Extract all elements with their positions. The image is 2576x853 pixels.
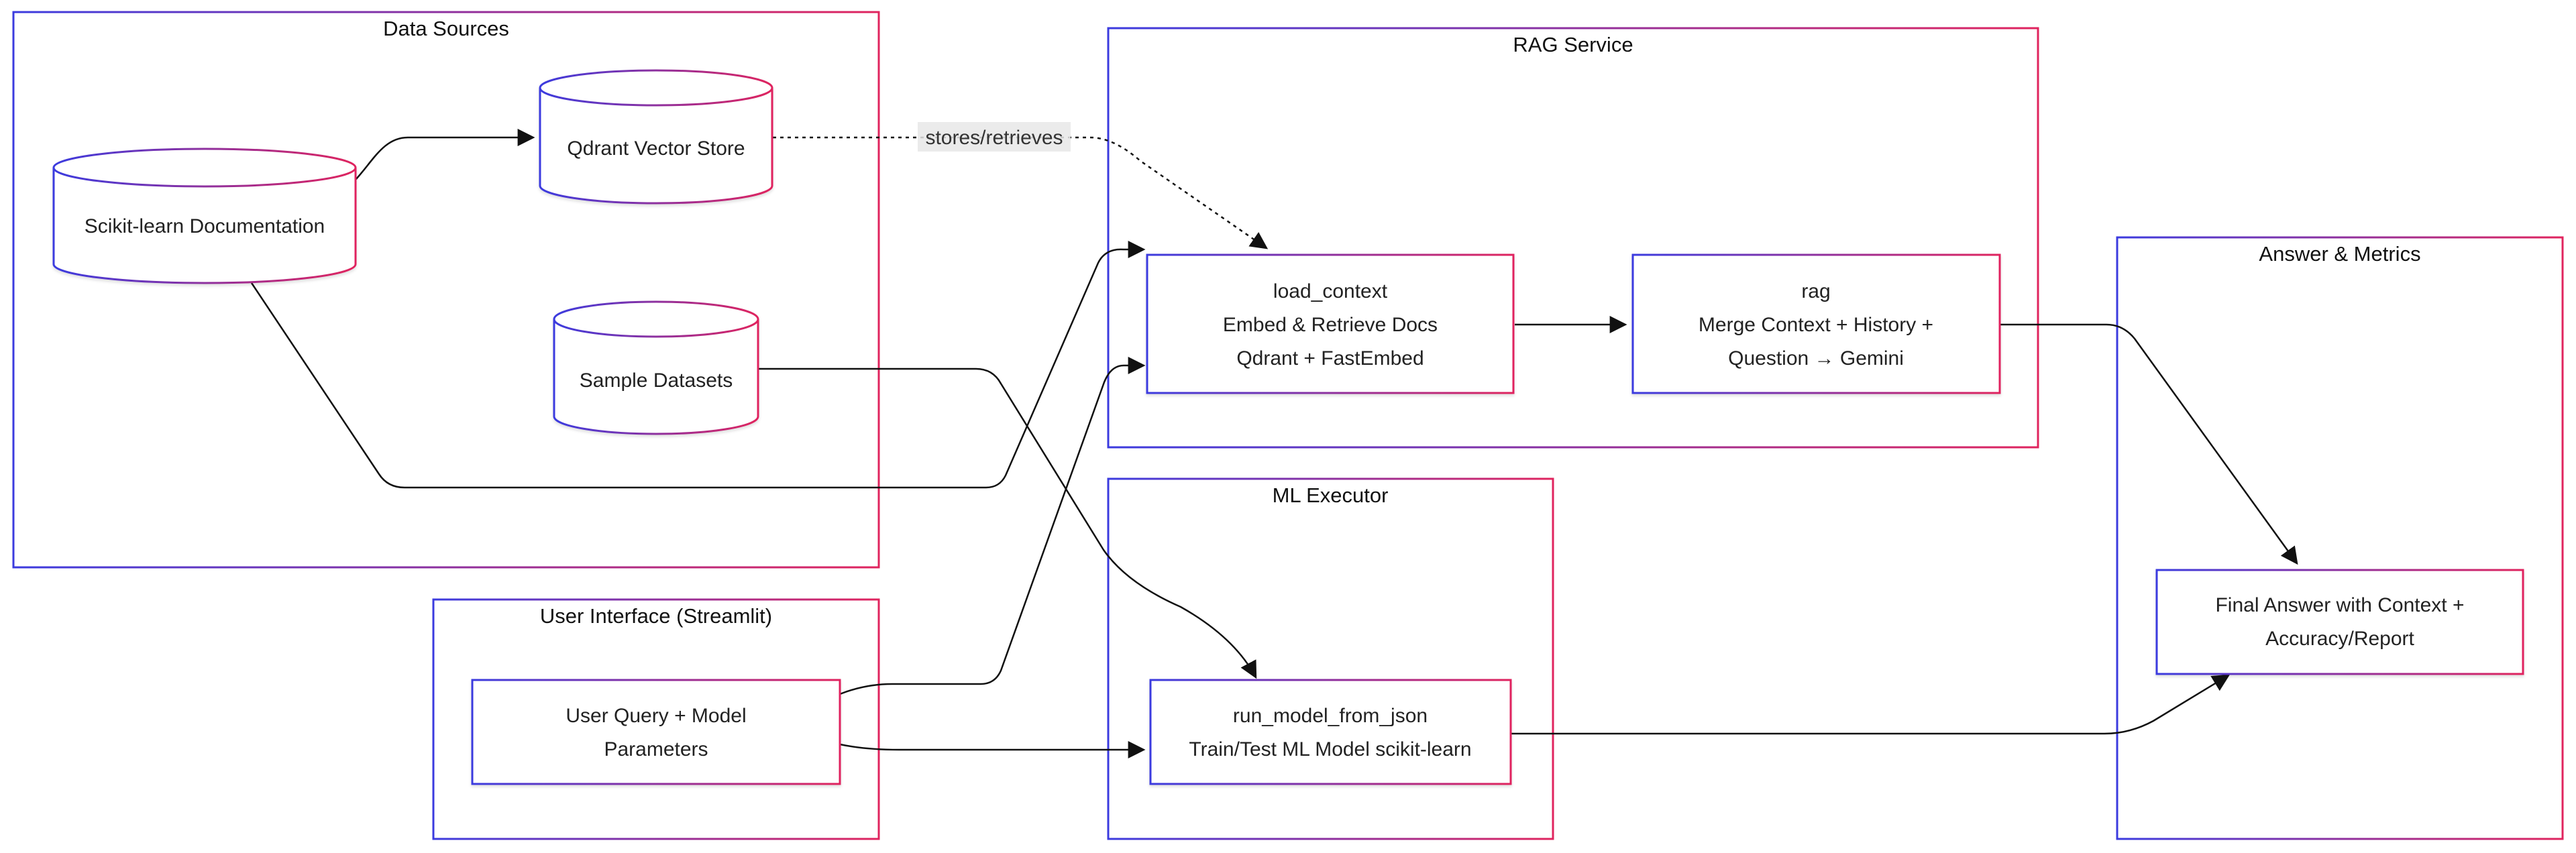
group-answer-metrics-title: Answer & Metrics [2259,242,2420,266]
node-load-context-line-2: Embed & Retrieve Docs [1223,314,1438,336]
node-qdrant-store-label: Qdrant Vector Store [567,137,745,160]
node-user-query-line-2: Parameters [604,738,708,760]
node-run-model-line-2: Train/Test ML Model scikit-learn [1189,738,1471,760]
node-load-context-line-1: load_context [1273,280,1388,302]
node-rag: rag Merge Context + History + Question →… [1631,253,2001,394]
edge-rag-to-final-answer [2000,323,2298,565]
node-final-answer-line-2: Accuracy/Report [2265,628,2414,650]
edge-label-stores-retrieves-text: stores/retrieves [925,127,1063,149]
node-rag-line-3: Question → Gemini [1728,347,1904,369]
group-ml-executor-title: ML Executor [1273,484,1389,507]
edge-label-stores-retrieves: stores/retrieves [918,122,1071,152]
node-run-model-line-1: run_model_from_json [1233,705,1428,727]
node-sample-datasets-label: Sample Datasets [580,369,733,392]
node-sample-datasets: Sample Datasets [553,300,759,435]
edge-run-model-to-final-answer [1511,674,2231,735]
node-qdrant-store: Qdrant Vector Store [539,69,773,205]
edge-query-to-run-model [839,741,1146,758]
edge-docs-to-qdrant [355,129,535,180]
edges [250,129,2298,758]
edge-qdrant-to-load-context [773,136,1269,249]
edge-query-to-load-context [839,357,1146,695]
node-user-query-line-1: User Query + Model [566,705,746,727]
node-final-answer-line-1: Final Answer with Context + [2215,594,2464,616]
node-load-context-line-3: Qdrant + FastEmbed [1236,347,1424,369]
group-user-interface-title: User Interface (Streamlit) [540,604,772,628]
edge-docs-to-load-context [250,241,1146,489]
group-answer-metrics: Answer & Metrics [2116,236,2564,840]
node-rag-line-2: Merge Context + History + [1699,314,1933,336]
node-sklearn-docs: Scikit-learn Documentation [52,148,357,284]
node-user-query: User Query + Model Parameters [471,679,841,785]
group-rag-service-title: RAG Service [1513,33,1633,56]
node-load-context: load_context Embed & Retrieve Docs Qdran… [1146,253,1515,394]
node-final-answer: Final Answer with Context + Accuracy/Rep… [2155,569,2524,675]
edge-datasets-to-run-model [758,367,1257,679]
node-sklearn-docs-label: Scikit-learn Documentation [85,215,325,237]
node-rag-line-1: rag [1801,280,1830,302]
node-run-model: run_model_from_json Train/Test ML Model … [1149,679,1512,785]
group-data-sources-title: Data Sources [383,17,509,40]
